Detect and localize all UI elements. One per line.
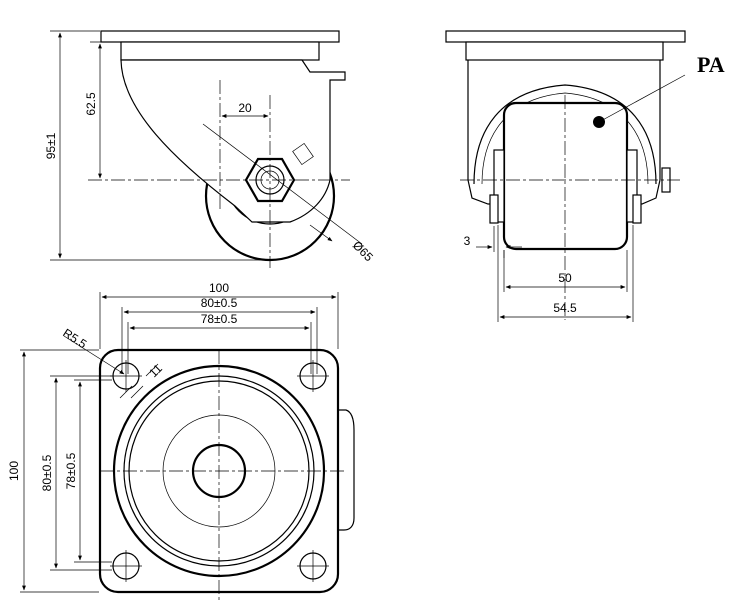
dim-wheel-gap: 3 (464, 234, 471, 248)
dim-plate-height: 100 (7, 461, 21, 481)
dim-corner-radius: R5.5 (60, 326, 89, 352)
dim-plate-width: 100 (209, 281, 229, 295)
dim-wheel-width: 50 (558, 271, 572, 285)
front-wheel (502, 101, 629, 251)
front-fork (467, 60, 661, 180)
dim-hole-spacing-x: 80±0.5 (201, 296, 238, 310)
top-view: 100 80±0.5 78±0.5 R5.5 11 100 80±0.5 78±… (7, 281, 355, 600)
side-swivel-ring (120, 41, 320, 61)
side-fork-arm (120, 59, 346, 223)
front-wheel-hub-left (493, 149, 505, 223)
top-brake-lever (335, 409, 355, 531)
front-wheel-hub-right (626, 149, 638, 223)
dim-hole-spacing-x-alt: 78±0.5 (201, 312, 238, 326)
side-brake-tab (292, 142, 314, 166)
front-view: PA 3 50 54.5 (445, 30, 725, 322)
side-top-plate (100, 30, 340, 43)
dim-hole-spacing-y-alt: 78±0.5 (64, 452, 78, 489)
dim-mount-height: 62.5 (84, 92, 98, 116)
front-brake-loop (473, 84, 657, 185)
dim-overall-width: 54.5 (553, 301, 577, 315)
dim-total-height: 95±1 (44, 132, 58, 159)
dim-wheel-diameter: Ø65 (350, 238, 376, 264)
front-top-plate (445, 30, 686, 43)
material-label: PA (697, 52, 725, 77)
front-swivel-ring (465, 41, 664, 61)
dim-hole-spacing-y: 80±0.5 (40, 454, 54, 491)
dim-offset: 20 (238, 101, 252, 115)
front-brake-loop-inner (481, 92, 649, 185)
side-view: 95±1 62.5 20 Ø65 (44, 30, 376, 268)
